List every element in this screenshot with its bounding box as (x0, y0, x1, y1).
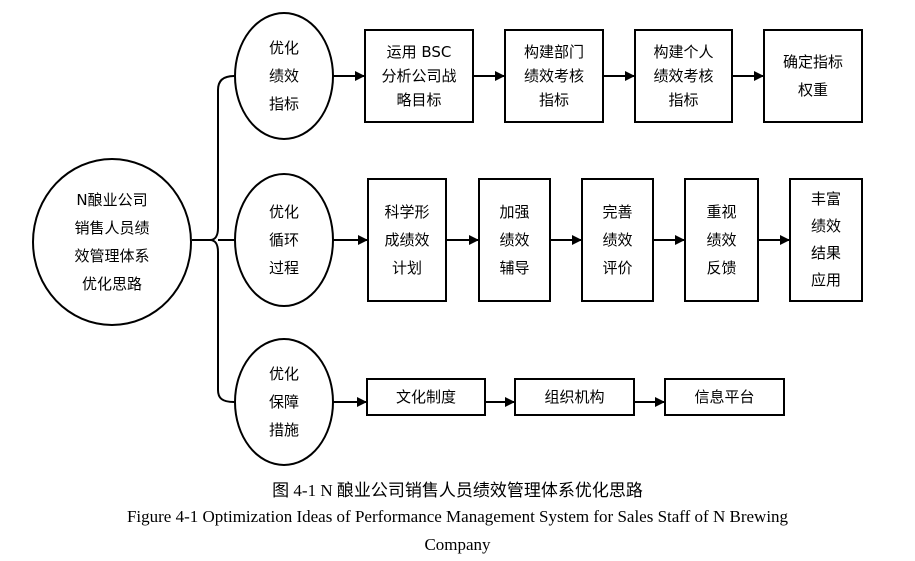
step-node: 重视 绩效 反馈 (684, 178, 759, 302)
step-text: 构建个人 绩效考核 指标 (653, 43, 714, 109)
step-text: 丰富 绩效 结果 应用 (810, 190, 841, 289)
root-node-text: N酿业公司 销售人员绩 效管理体系 优化思路 (74, 191, 150, 293)
branch-node-optimize-safeguards: 优化 保障 措施 (234, 338, 334, 466)
step-text: 重视 绩效 反馈 (706, 203, 737, 277)
step-node: 确定指标 权重 (763, 29, 863, 123)
branch-node-optimize-indicators: 优化 绩效 指标 (234, 12, 334, 140)
step-node: 完善 绩效 评价 (581, 178, 654, 302)
step-node: 运用 BSC 分析公司战 略目标 (364, 29, 474, 123)
branch-label: 优化 绩效 指标 (268, 39, 299, 113)
step-text: 科学形 成绩效 计划 (384, 203, 430, 277)
step-text: 加强 绩效 辅导 (499, 203, 530, 277)
flow-diagram: N酿业公司 销售人员绩 效管理体系 优化思路 优化 绩效 指标 运用 BSC 分… (32, 12, 863, 466)
step-node: 构建个人 绩效考核 指标 (634, 29, 733, 123)
branch-node-optimize-cycle: 优化 循环 过程 (234, 173, 334, 307)
step-text: 完善 绩效 评价 (602, 203, 633, 277)
root-brace (192, 75, 235, 403)
branch-label: 优化 循环 过程 (268, 203, 299, 277)
step-text: 构建部门 绩效考核 指标 (523, 43, 584, 109)
figure-caption-en-line2: Company (424, 535, 491, 554)
step-node: 组织机构 (514, 378, 635, 416)
figure-caption-zh: 图 4-1 N 酿业公司销售人员绩效管理体系优化思路 (272, 481, 643, 500)
step-text: 运用 BSC 分析公司战 略目标 (381, 43, 457, 109)
root-node: N酿业公司 销售人员绩 效管理体系 优化思路 (32, 158, 192, 326)
step-node: 丰富 绩效 结果 应用 (789, 178, 863, 302)
connector-lines (192, 71, 790, 407)
step-text: 确定指标 权重 (782, 53, 843, 99)
step-node: 加强 绩效 辅导 (478, 178, 551, 302)
step-node: 信息平台 (664, 378, 785, 416)
step-text: 信息平台 (694, 388, 755, 406)
branch-label: 优化 保障 措施 (268, 365, 299, 439)
step-text: 组织机构 (544, 388, 605, 406)
step-node: 科学形 成绩效 计划 (367, 178, 447, 302)
step-node: 文化制度 (366, 378, 486, 416)
step-node: 构建部门 绩效考核 指标 (504, 29, 604, 123)
figure-caption-en-line1: Figure 4-1 Optimization Ideas of Perform… (126, 507, 789, 526)
step-text: 文化制度 (395, 388, 456, 406)
